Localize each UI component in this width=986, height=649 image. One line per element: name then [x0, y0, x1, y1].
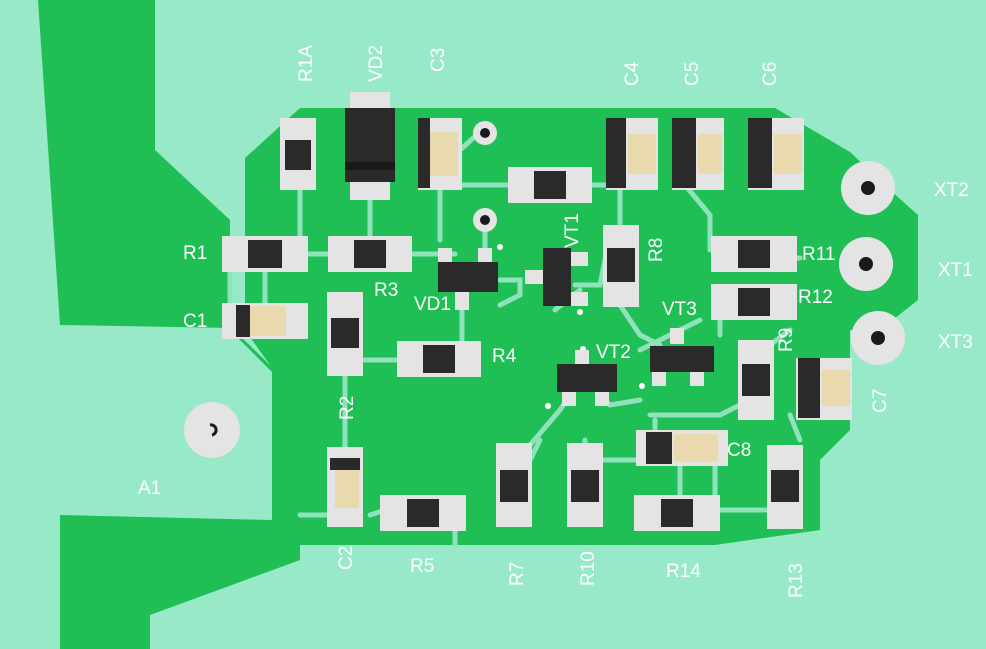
- resistor-r8: [603, 225, 639, 307]
- label-c7: C7: [870, 389, 891, 413]
- antenna-pad-a1: [184, 402, 240, 458]
- capacitor-c5: [672, 118, 724, 190]
- capacitor-c2: [327, 447, 363, 527]
- label-vd1: VD1: [414, 294, 451, 315]
- resistor-r1a: [280, 118, 316, 190]
- capacitor-c8: [636, 430, 728, 466]
- label-c8: C8: [727, 440, 751, 461]
- label-r10: R10: [578, 551, 599, 586]
- label-r5: R5: [410, 556, 434, 577]
- resistor-r10: [567, 443, 603, 527]
- label-r12: R12: [798, 287, 833, 308]
- resistor-r3: [328, 236, 412, 272]
- copper-main-area: [245, 108, 918, 560]
- terminal-xt1: [839, 237, 893, 291]
- resistor-r9: [738, 340, 774, 420]
- label-r2: R2: [337, 396, 358, 420]
- label-a1: A1: [138, 478, 161, 499]
- label-r4: R4: [492, 346, 517, 367]
- label-c6: C6: [760, 62, 781, 86]
- resistor-r2: [327, 292, 363, 376]
- capacitor-c4: [606, 118, 658, 190]
- label-c5: C5: [682, 62, 703, 86]
- label-vt2: VT2: [596, 342, 631, 363]
- label-r1: R1: [183, 243, 207, 264]
- label-r7: R7: [507, 562, 528, 586]
- label-r14: R14: [666, 561, 701, 582]
- label-r13: R13: [786, 563, 807, 598]
- label-r3: R3: [374, 280, 398, 301]
- resistor-r13: [767, 445, 803, 529]
- resistor-r4: [397, 341, 481, 377]
- label-c1: C1: [183, 311, 207, 332]
- label-vd2: VD2: [366, 45, 387, 82]
- label-vt3: VT3: [662, 299, 697, 320]
- capacitor-c3: [418, 118, 462, 190]
- label-r9: R9: [776, 328, 797, 352]
- resistor-r14: [634, 495, 720, 531]
- resistor-top-middle: [508, 167, 592, 203]
- label-r8: R8: [646, 238, 667, 262]
- transistor-vt1: [525, 248, 588, 306]
- terminal-xt2: [841, 161, 895, 215]
- label-r11: R11: [802, 244, 835, 265]
- label-c2: C2: [336, 546, 357, 570]
- label-xt2: XT2: [934, 180, 969, 201]
- diode-vd2: [345, 92, 395, 200]
- resistor-r11: [711, 236, 797, 272]
- diode-vd1: [438, 248, 498, 310]
- resistor-r12: [711, 284, 797, 320]
- label-c4: C4: [622, 61, 643, 86]
- transistor-vt3: [650, 328, 714, 386]
- resistor-r1: [222, 236, 308, 272]
- label-xt3: XT3: [938, 332, 973, 353]
- capacitor-c6: [748, 118, 804, 190]
- copper-left-area: [38, 0, 300, 649]
- label-r1a: R1A: [296, 45, 317, 82]
- capacitor-c1: [222, 303, 308, 339]
- transistor-vt2: [557, 350, 617, 406]
- labels: R1A VD2 C3 C4 C5 C6 XT2 XT1 XT3 R1 C1 R3…: [138, 45, 973, 598]
- via-holes: [473, 121, 645, 409]
- label-c3: C3: [428, 48, 449, 72]
- terminal-xt3: [851, 311, 905, 365]
- label-xt1: XT1: [938, 260, 973, 281]
- capacitor-c7: [796, 358, 852, 420]
- resistor-r5: [380, 495, 466, 531]
- label-vt1: VT1: [562, 213, 583, 248]
- resistor-r7: [496, 443, 532, 527]
